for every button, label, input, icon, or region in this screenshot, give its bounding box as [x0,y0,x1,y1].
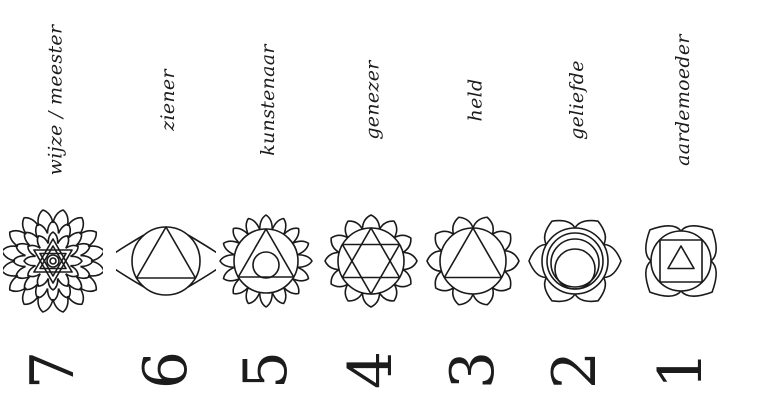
petal-middle [16,244,30,256]
chakra-column-2: geliefde 2 [525,0,625,409]
inner-circle [547,233,603,289]
petal [492,271,510,291]
triangle [668,246,694,269]
petal [473,288,493,305]
chakra-title-container: genezer [361,12,385,187]
chakra-title: ziener [157,69,179,131]
chakra-column-3: held 3 [423,0,523,409]
chakra-symbol [525,196,625,326]
petal [325,252,339,269]
chakra-title-container: kunstenaar [256,12,280,187]
chakra-title-container: aardemoeder [671,12,695,187]
chakra-column-1: aardemoeder 1 [631,0,731,409]
petal [403,252,417,269]
chakra-number: 6 [136,351,196,389]
chakra-title-container: held [463,12,487,187]
chakra-number: 7 [23,351,83,389]
crescent-circle [555,249,595,289]
chakra-number: 1 [651,351,711,389]
outer-circle [132,227,200,295]
chakra-column-6: ziener 6 [116,0,216,409]
chakra-number-container: 2 [543,338,607,402]
chakra-number: 4 [341,351,401,389]
petal [260,292,272,307]
chakra-symbol [216,196,316,326]
chakra-symbol [3,196,103,326]
petal-inner [58,274,69,286]
chakra-number-container: 6 [134,338,198,402]
lotus-hexagram-icon [321,196,421,326]
petal-inner [48,278,57,290]
chakra-number-container: 3 [441,338,505,402]
chakra-title: kunstenaar [257,44,279,156]
outer-circle [234,229,298,293]
center-circle [47,255,59,267]
petal-middle [76,266,90,278]
petal-middle [58,224,70,238]
petal [362,215,379,229]
chakra-title-container: ziener [156,12,180,187]
petal-inner [48,232,57,244]
chakra-title: wijze / meester [44,24,66,175]
petal-middle [58,284,70,298]
outer-circle [542,228,608,294]
chakra-number-container: 5 [234,338,298,402]
chakra-title: held [464,78,486,121]
chakra-column-7: wijze / meester 7 [3,0,103,409]
lotus-triangle-icon [423,196,523,326]
chakra-title: geliefde [566,60,588,140]
chakra-column-5: kunstenaar 5 [216,0,316,409]
petal-middle [16,266,30,278]
petal-middle [76,244,90,256]
outer-circle [440,228,506,294]
chakra-number: 5 [236,351,296,389]
petal [435,271,453,291]
lotus-square-triangle-icon [631,196,731,326]
petal-inner [37,274,48,286]
chakra-column-4: genezer 4 [321,0,421,409]
chakra-symbol [631,196,731,326]
petal [492,231,510,251]
chakra-symbol [321,196,421,326]
petal-inner [24,256,36,265]
chakra-number-container: 4 [339,338,403,402]
chakra-number: 2 [545,351,605,389]
petal-inner [58,236,69,248]
chakra-number-container: 7 [21,338,85,402]
chakra-number: 3 [443,351,503,389]
petal [453,288,473,305]
petal-middle [36,224,48,238]
petal [362,293,379,307]
petal [297,255,312,267]
chakra-symbol [423,196,523,326]
petal-top [116,235,144,287]
petal-inner [70,256,82,265]
inner-circle [253,252,279,278]
petal [435,231,453,251]
circle-with-two-petals-triangle-icon [116,196,216,326]
lotus-thousand-petal-icon [3,196,103,326]
chakra-title-container: wijze / meester [43,12,67,187]
chakra-title: genezer [362,60,384,139]
petal-inner [37,236,48,248]
lotus-triangle-with-circle-icon [216,196,316,326]
center-dot [50,258,56,264]
chakra-number-container: 1 [649,338,713,402]
petal [220,255,235,267]
chakra-title-container: geliefde [565,12,589,187]
petal [260,215,272,230]
petal-middle [36,284,48,298]
lotus-crescent-circles-icon [525,196,625,326]
chakra-symbol [116,196,216,326]
chakra-title: aardemoeder [672,34,694,166]
petal-bottom [188,235,216,287]
outer-circle [338,228,404,294]
